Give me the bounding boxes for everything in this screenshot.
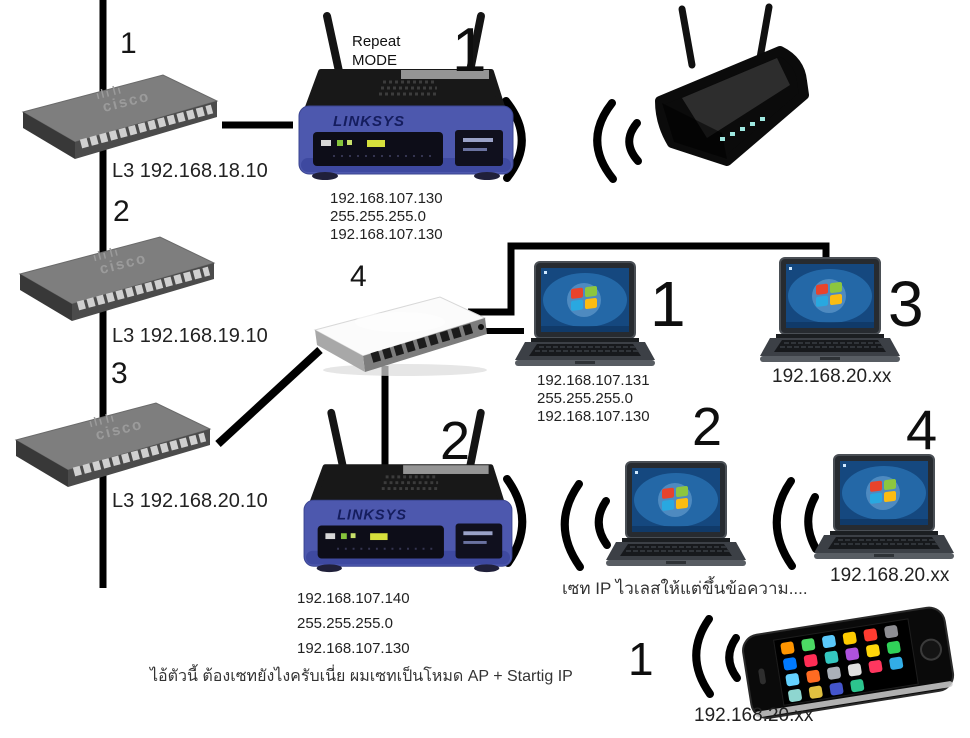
windows-logo-icon xyxy=(662,486,688,511)
laptop-illustration xyxy=(814,454,954,559)
laptop1-mask: 255.255.255.0 xyxy=(537,390,633,407)
port-row xyxy=(79,104,214,149)
antenna-left xyxy=(323,12,344,80)
laptop2-number: 2 xyxy=(692,397,723,457)
hub-laptop3-link xyxy=(468,242,830,316)
windows-logo-icon xyxy=(870,479,896,504)
linksys2-number: 2 xyxy=(440,411,471,471)
power-jack xyxy=(478,324,484,330)
laptop-1 xyxy=(515,260,655,372)
port-row xyxy=(72,432,207,477)
laptop1-ip: 192.168.107.131 xyxy=(537,372,650,389)
white-hub xyxy=(305,282,495,377)
wifi-arcs-phone xyxy=(692,615,741,698)
laptop4-number: 4 xyxy=(906,398,938,461)
linksys1-number: 1 xyxy=(452,16,487,85)
laptop-illustration xyxy=(515,261,655,366)
cisco-switch-3: cisco xyxy=(8,396,218,491)
laptop-4 xyxy=(814,453,954,565)
linksys1-mask: 255.255.255.0 xyxy=(330,208,426,225)
antenna-right xyxy=(465,408,485,475)
cisco-switch-illustration: cisco xyxy=(14,402,212,487)
laptop1-gateway: 192.168.107.130 xyxy=(537,408,650,425)
linksys-router-2: LINKSYS xyxy=(285,405,530,575)
front-panel xyxy=(313,132,443,166)
phone-number: 1 xyxy=(628,633,654,685)
backbone-number-1: 1 xyxy=(120,27,137,60)
linksys1-ip: 192.168.107.130 xyxy=(330,190,443,207)
chrome-edge xyxy=(755,681,953,718)
cisco-switch-illustration: cisco xyxy=(18,236,216,321)
laptop1-number: 1 xyxy=(650,268,686,340)
front-panel xyxy=(317,525,444,559)
laptop-2 xyxy=(606,460,746,572)
led-strip xyxy=(720,117,765,141)
antenna-right xyxy=(465,12,485,80)
linksys1-gateway: 192.168.107.130 xyxy=(330,226,443,243)
antenna-left xyxy=(678,5,696,69)
linksys1-ip-block: 192.168.107.130 255.255.255.0 192.168.10… xyxy=(330,190,443,244)
black-router xyxy=(632,3,817,188)
iphone-illustration xyxy=(742,606,955,719)
backbone-number-3: 3 xyxy=(111,357,128,390)
cisco-switch-2: cisco xyxy=(12,230,222,325)
linksys-logo-text: LINKSYS xyxy=(337,508,407,524)
windows-logo-icon xyxy=(571,286,597,311)
laptop4-ip-label: 192.168.20.xx xyxy=(830,565,950,586)
hub-number: 4 xyxy=(350,260,367,293)
linksys-router-illustration: LINKSYS xyxy=(303,408,513,573)
laptop-illustration xyxy=(606,461,746,566)
linksys2-ip-block: 192.168.107.140 255.255.255.0 192.168.10… xyxy=(297,586,410,661)
earpiece xyxy=(758,668,766,685)
repeat-mode-line1: Repeat xyxy=(352,33,401,50)
port-row xyxy=(76,266,211,311)
antenna-right xyxy=(756,3,773,62)
switch3-ip-label: L3 192.168.20.10 xyxy=(112,490,268,512)
app-grid xyxy=(780,625,904,702)
gloss-highlight xyxy=(682,58,790,138)
label-sticker xyxy=(403,465,489,474)
cisco-switch-1: cisco xyxy=(15,68,225,163)
linksys2-mask: 255.255.255.0 xyxy=(297,615,393,632)
repeat-mode-line2: MODE xyxy=(352,52,397,69)
label-sticker xyxy=(401,70,489,79)
shadow xyxy=(323,364,487,376)
backbone-number-2: 2 xyxy=(113,195,130,228)
home-button xyxy=(920,638,943,661)
linksys-router-1: LINKSYS xyxy=(283,8,528,183)
linksys-logo-text: LINKSYS xyxy=(333,113,405,130)
repeat-mode-label: Repeat MODE xyxy=(352,32,400,70)
cisco-bridge-icon xyxy=(89,413,114,428)
iphone xyxy=(738,602,968,722)
phone-ip-label: 192.168.20.xx xyxy=(694,705,814,726)
linksys-router-illustration: LINKSYS xyxy=(298,12,514,180)
laptop1-ip-block: 192.168.107.131 255.255.255.0 192.168.10… xyxy=(537,372,650,426)
laptop-illustration xyxy=(760,257,900,362)
vent-holes xyxy=(379,80,439,96)
bottom-note: ไอ้ตัวนี้ ต้องเซทยังไงครับเนี่ย ผมเซทเป็… xyxy=(150,668,573,685)
cisco-bridge-icon xyxy=(96,85,121,100)
switch2-ip-label: L3 192.168.19.10 xyxy=(112,325,268,347)
laptop2-caption: เซท IP ไวเลสให้แต่ขึ้นข้อความ.... xyxy=(562,579,808,598)
laptop3-ip-label: 192.168.20.xx xyxy=(772,366,892,387)
antenna-left xyxy=(327,408,348,475)
wifi-arcs-laptop4 xyxy=(772,477,820,570)
switch1-ip-label: L3 192.168.18.10 xyxy=(112,160,268,182)
windows-logo-icon xyxy=(816,282,842,307)
switch3-hub-link xyxy=(215,347,323,447)
laptop-3 xyxy=(760,256,900,368)
black-router-illustration xyxy=(655,3,809,166)
white-hub-illustration xyxy=(313,296,487,376)
port-row xyxy=(370,323,475,363)
linksys2-ip: 192.168.107.140 xyxy=(297,590,410,607)
cisco-switch-illustration: cisco xyxy=(21,74,219,159)
linksys2-gateway: 192.168.107.130 xyxy=(297,640,410,657)
laptop3-number: 3 xyxy=(888,268,924,340)
cisco-bridge-icon xyxy=(93,247,118,262)
